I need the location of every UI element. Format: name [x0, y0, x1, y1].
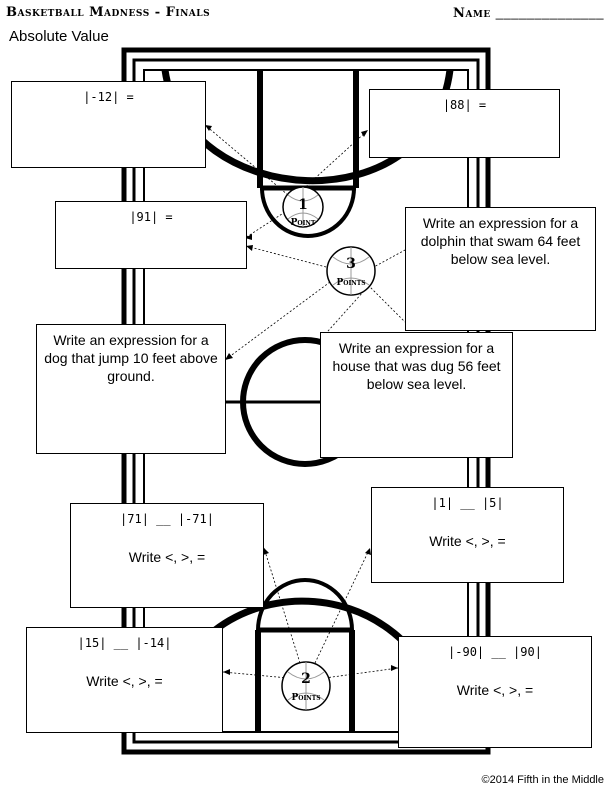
one-point-badge: 1 Point — [282, 186, 324, 228]
answer-box-abs-88[interactable]: |88| = — [369, 89, 560, 158]
two-points-number: 2 — [301, 671, 311, 687]
answer-box-compare-15-14[interactable]: |15| __ |-14| Write <, >, = — [26, 627, 223, 733]
answer-box-compare-71[interactable]: |71| __ |-71| Write <, >, = — [70, 503, 264, 608]
question-text: |91| = — [129, 210, 173, 224]
answer-box-compare-1-5[interactable]: |1| __ |5| Write <, >, = — [371, 487, 564, 583]
answer-box-compare-90[interactable]: |-90| __ |90| Write <, >, = — [398, 636, 592, 748]
one-point-number: 1 — [298, 197, 308, 213]
three-points-label: Points — [336, 278, 365, 288]
name-blank: ______________ — [495, 5, 604, 20]
answer-box-house-expression[interactable]: Write an expression for a house that was… — [320, 332, 513, 458]
two-points-label: Points — [291, 693, 320, 703]
one-point-label: Point — [291, 218, 316, 228]
instruction-text: Write <, >, = — [429, 533, 506, 549]
question-text: |-12| = — [83, 90, 134, 104]
answer-box-abs-91[interactable]: |91| = — [55, 201, 247, 269]
question-text: |1| __ |5| — [431, 496, 504, 510]
worksheet-title: Basketball Madness - Finals — [6, 5, 211, 20]
answer-box-abs-neg12[interactable]: |-12| = — [11, 81, 206, 168]
name-label: Name — [453, 6, 491, 21]
instruction-text: Write <, >, = — [456, 682, 534, 698]
question-text: |71| __ |-71| — [120, 512, 214, 526]
two-points-badge: 2 Points — [281, 661, 331, 711]
copyright-footer: ©2014 Fifth in the Middle — [481, 774, 604, 786]
answer-box-dog-expression[interactable]: Write an expression for a dog that jump … — [36, 324, 226, 454]
name-field[interactable]: Name ______________ — [453, 5, 604, 21]
instruction-text: Write <, >, = — [86, 673, 163, 689]
question-text: Write an expression for a house that was… — [332, 340, 501, 392]
question-text: |15| __ |-14| — [77, 636, 172, 650]
question-text: Write an expression for a dog that jump … — [44, 332, 218, 384]
question-text: Write an expression for a dolphin that s… — [420, 215, 581, 267]
three-points-number: 3 — [346, 256, 356, 272]
question-text: |-90| __ |90| — [448, 645, 542, 659]
question-text: |88| = — [442, 98, 487, 112]
instruction-text: Write <, >, = — [128, 549, 206, 565]
worksheet-subtitle: Absolute Value — [9, 28, 109, 45]
answer-box-dolphin-expression[interactable]: Write an expression for a dolphin that s… — [405, 207, 596, 331]
three-points-badge: 3 Points — [326, 246, 376, 296]
